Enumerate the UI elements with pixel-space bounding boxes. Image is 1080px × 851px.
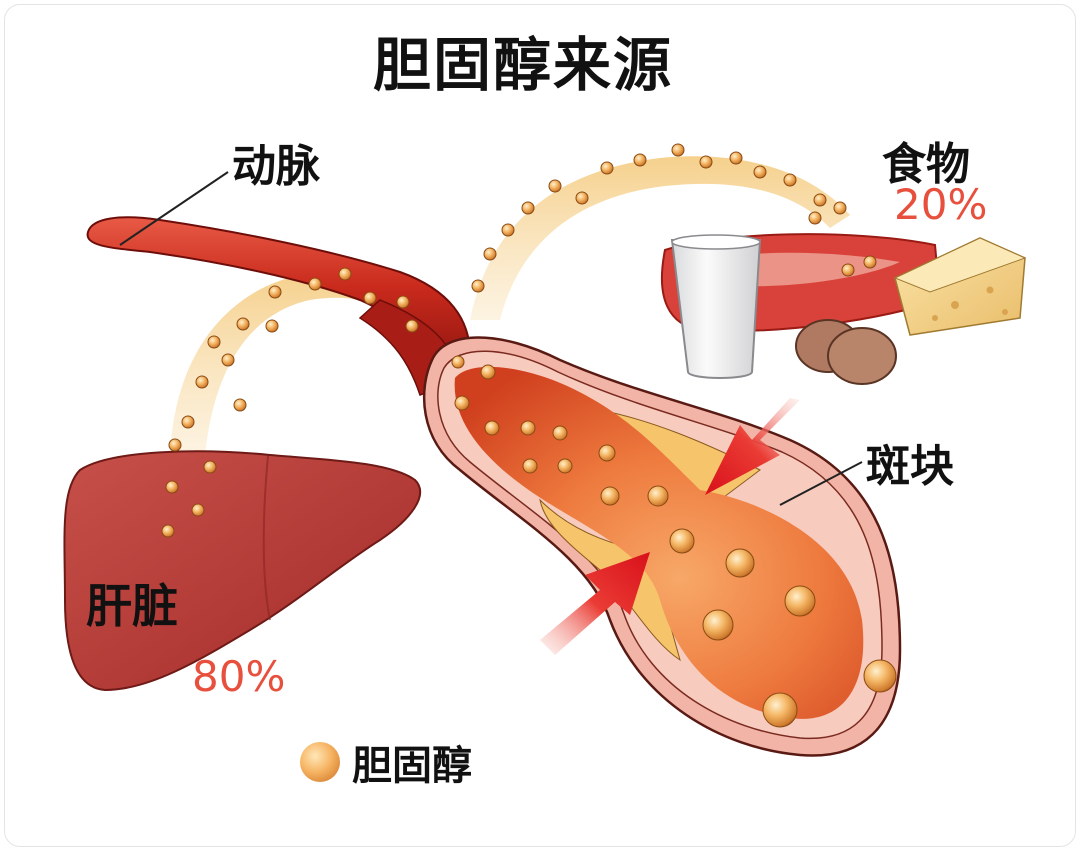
plaque-leader-line bbox=[779, 461, 863, 506]
label-liver: 肝脏 bbox=[86, 579, 178, 633]
food-egg bbox=[827, 327, 897, 385]
artery-leader-line bbox=[119, 171, 229, 246]
pressure-arrow-lower bbox=[540, 552, 650, 655]
liver-organ bbox=[63, 450, 421, 692]
cholesterol-particle-icon bbox=[300, 742, 340, 782]
legend: 胆固醇 bbox=[300, 733, 472, 791]
artery-lumen bbox=[454, 366, 864, 719]
food-percentage: 20% bbox=[894, 180, 988, 229]
food-milk-glass bbox=[670, 239, 762, 379]
cholesterol-particles bbox=[161, 143, 897, 728]
label-plaque: 斑块 bbox=[866, 441, 954, 492]
label-artery: 动脉 bbox=[232, 141, 320, 192]
pressure-arrow-upper bbox=[705, 398, 800, 495]
legend-label: 胆固醇 bbox=[352, 742, 472, 789]
diagram-title: 胆固醇来源 bbox=[373, 31, 674, 99]
liver-to-artery-flow bbox=[170, 271, 440, 455]
label-food: 食物 bbox=[882, 139, 970, 190]
liver-percentage: 80% bbox=[192, 652, 286, 701]
food-to-artery-flow bbox=[470, 156, 850, 320]
